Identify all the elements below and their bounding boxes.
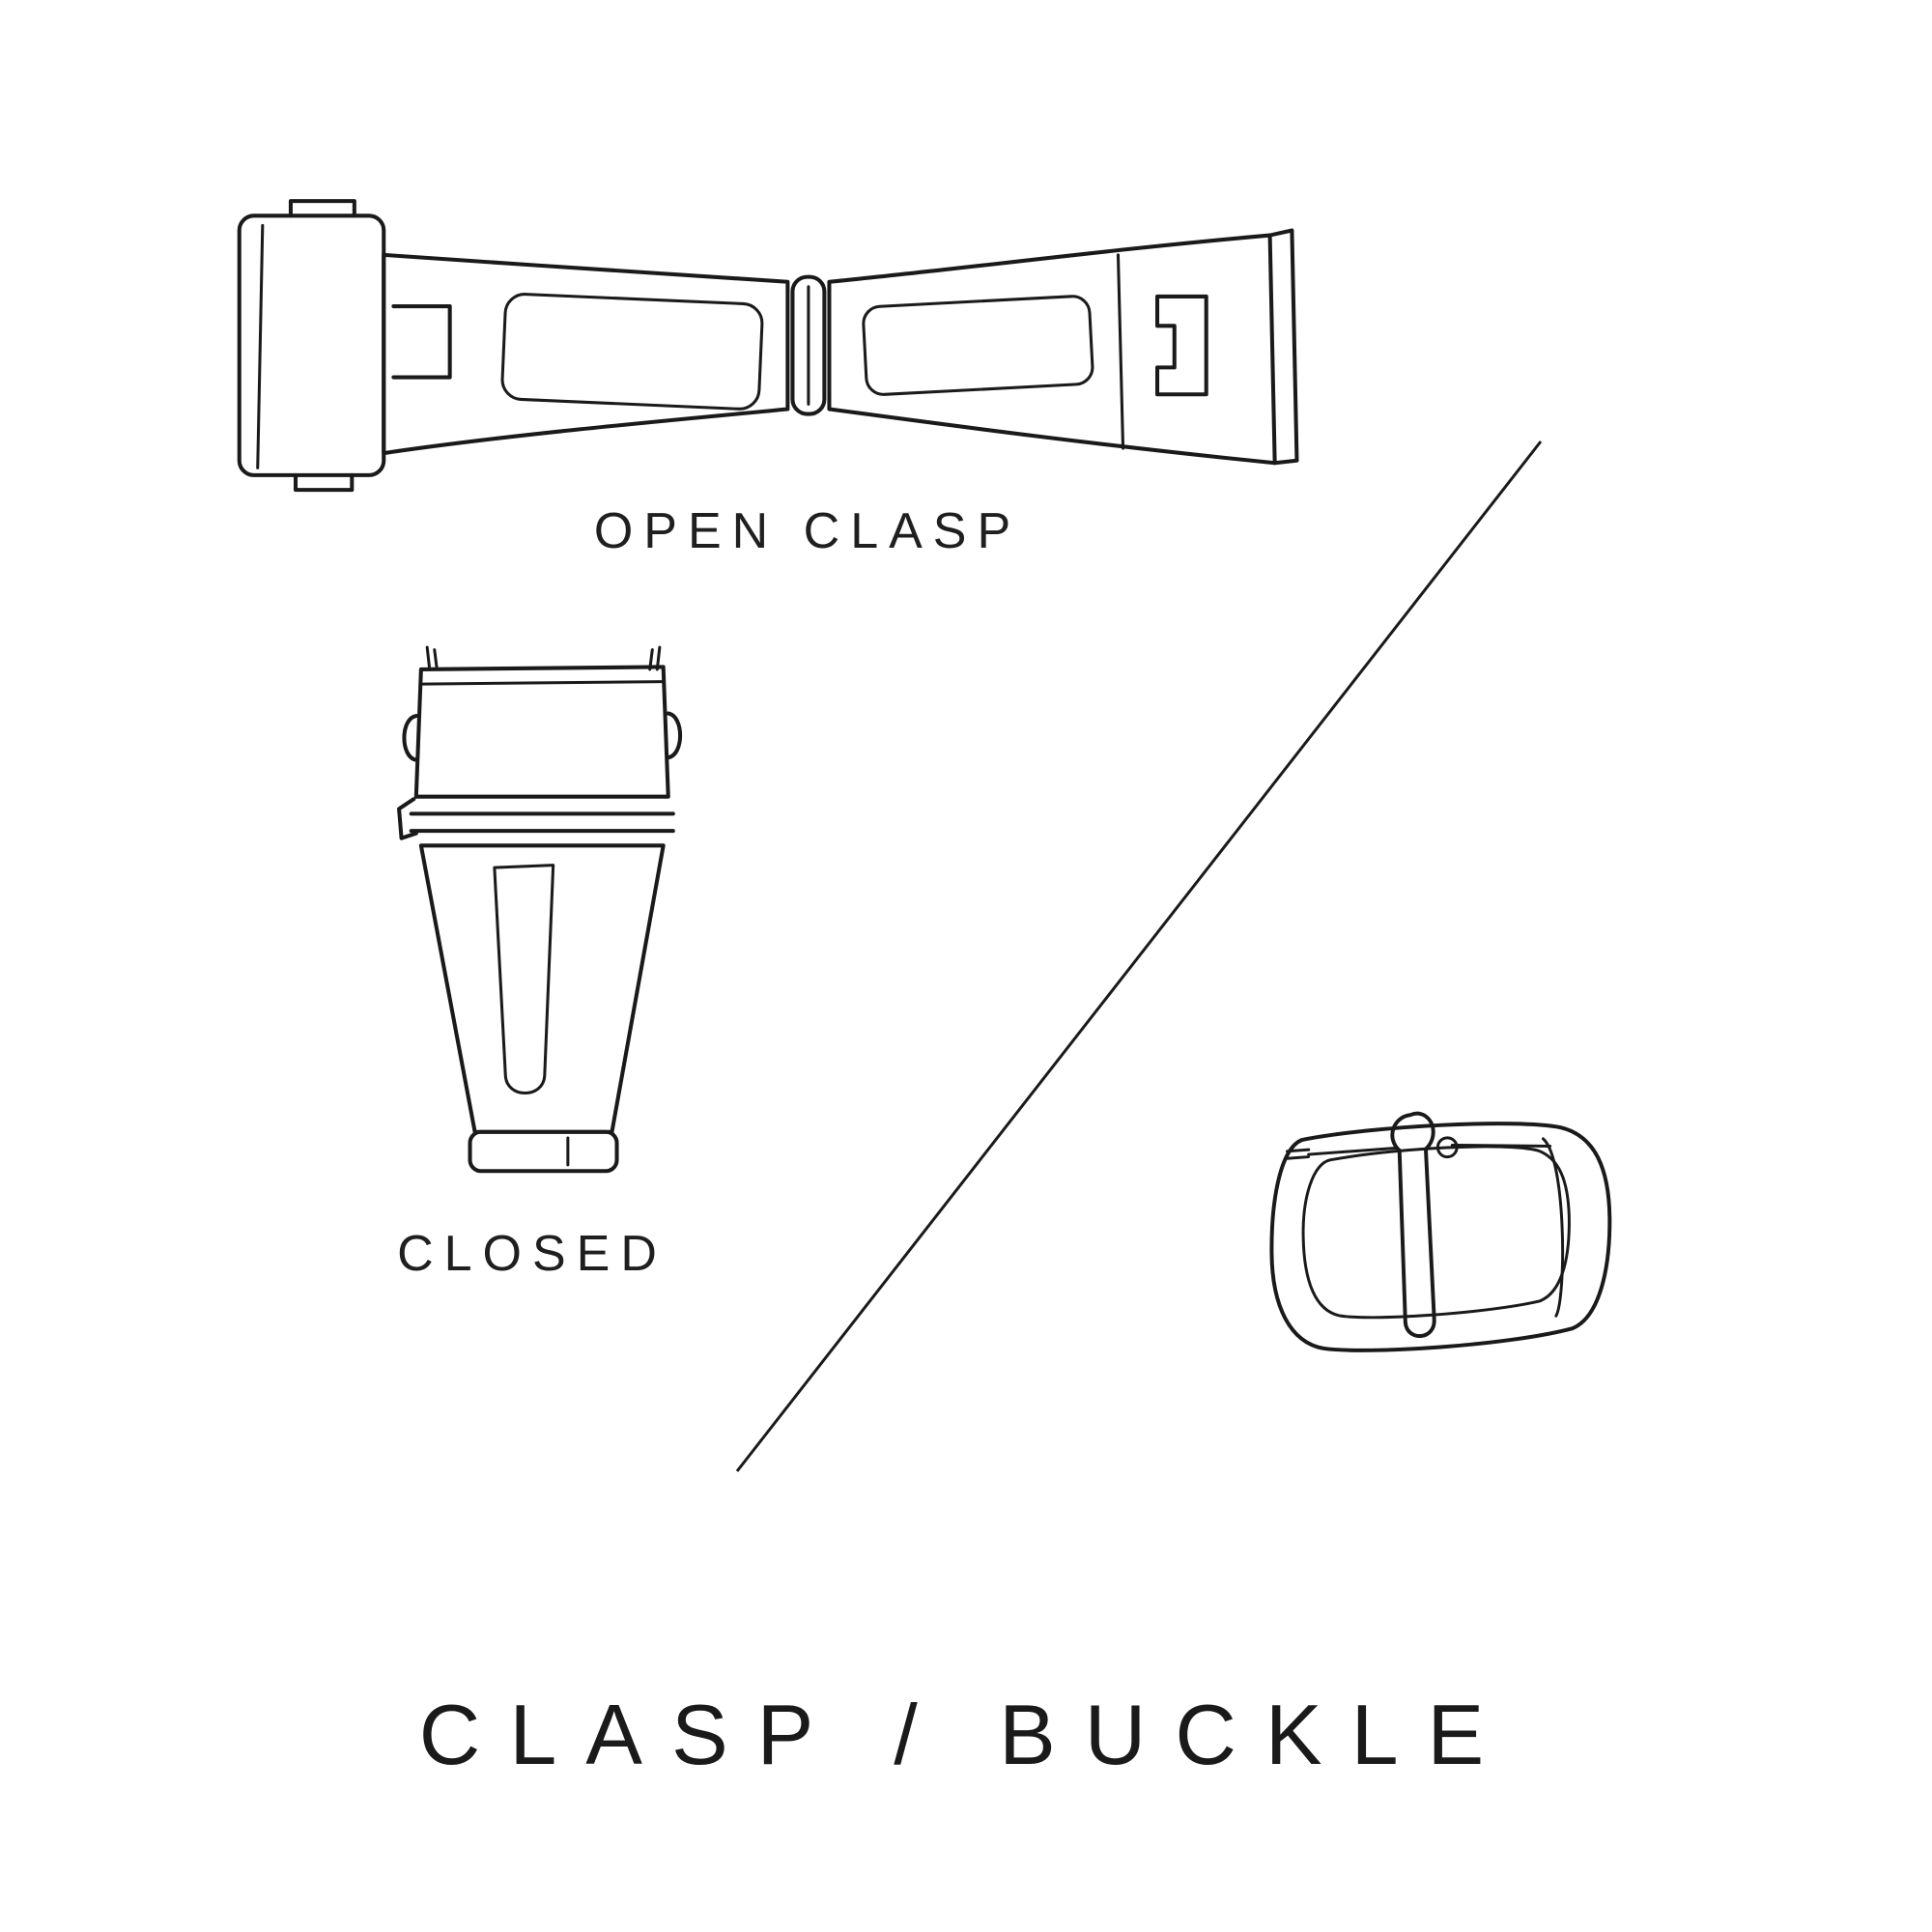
buckle-tongue [1390, 1111, 1459, 1339]
pin-buckle-drawing [1269, 1111, 1612, 1352]
closed-clasp-label: CLOSED [397, 1226, 668, 1282]
buckle-axle-pin [1285, 1143, 1552, 1160]
open-clasp-left-arm [382, 252, 790, 456]
closed-clasp-illustration [382, 638, 700, 1188]
buckle-inner-window [1301, 1145, 1571, 1320]
closed-clasp-drawing [397, 645, 682, 1174]
pin-buckle-illustration [1227, 1087, 1633, 1410]
closed-clasp-cover [402, 665, 682, 799]
page-title: CLASP / BUCKLE [418, 1687, 1514, 1782]
open-clasp-label: OPEN CLASP [593, 503, 1022, 559]
pin-buckle-group [1269, 1111, 1612, 1352]
closed-clasp-foot [468, 1129, 619, 1174]
divider-line-drawing [735, 440, 1543, 1472]
open-clasp-left-end [237, 199, 386, 493]
open-clasp-center-hinge [790, 274, 827, 416]
closed-clasp-band [397, 797, 675, 840]
buckle-outer-frame [1269, 1122, 1612, 1352]
closed-clasp-body [418, 843, 666, 1134]
buckle-right-edge-roll [1541, 1137, 1565, 1318]
open-clasp-right-arm [827, 228, 1299, 466]
open-clasp-drawing [237, 199, 1299, 493]
open-clasp-illustration [222, 179, 1299, 497]
diagonal-divider-line [729, 430, 1550, 1483]
